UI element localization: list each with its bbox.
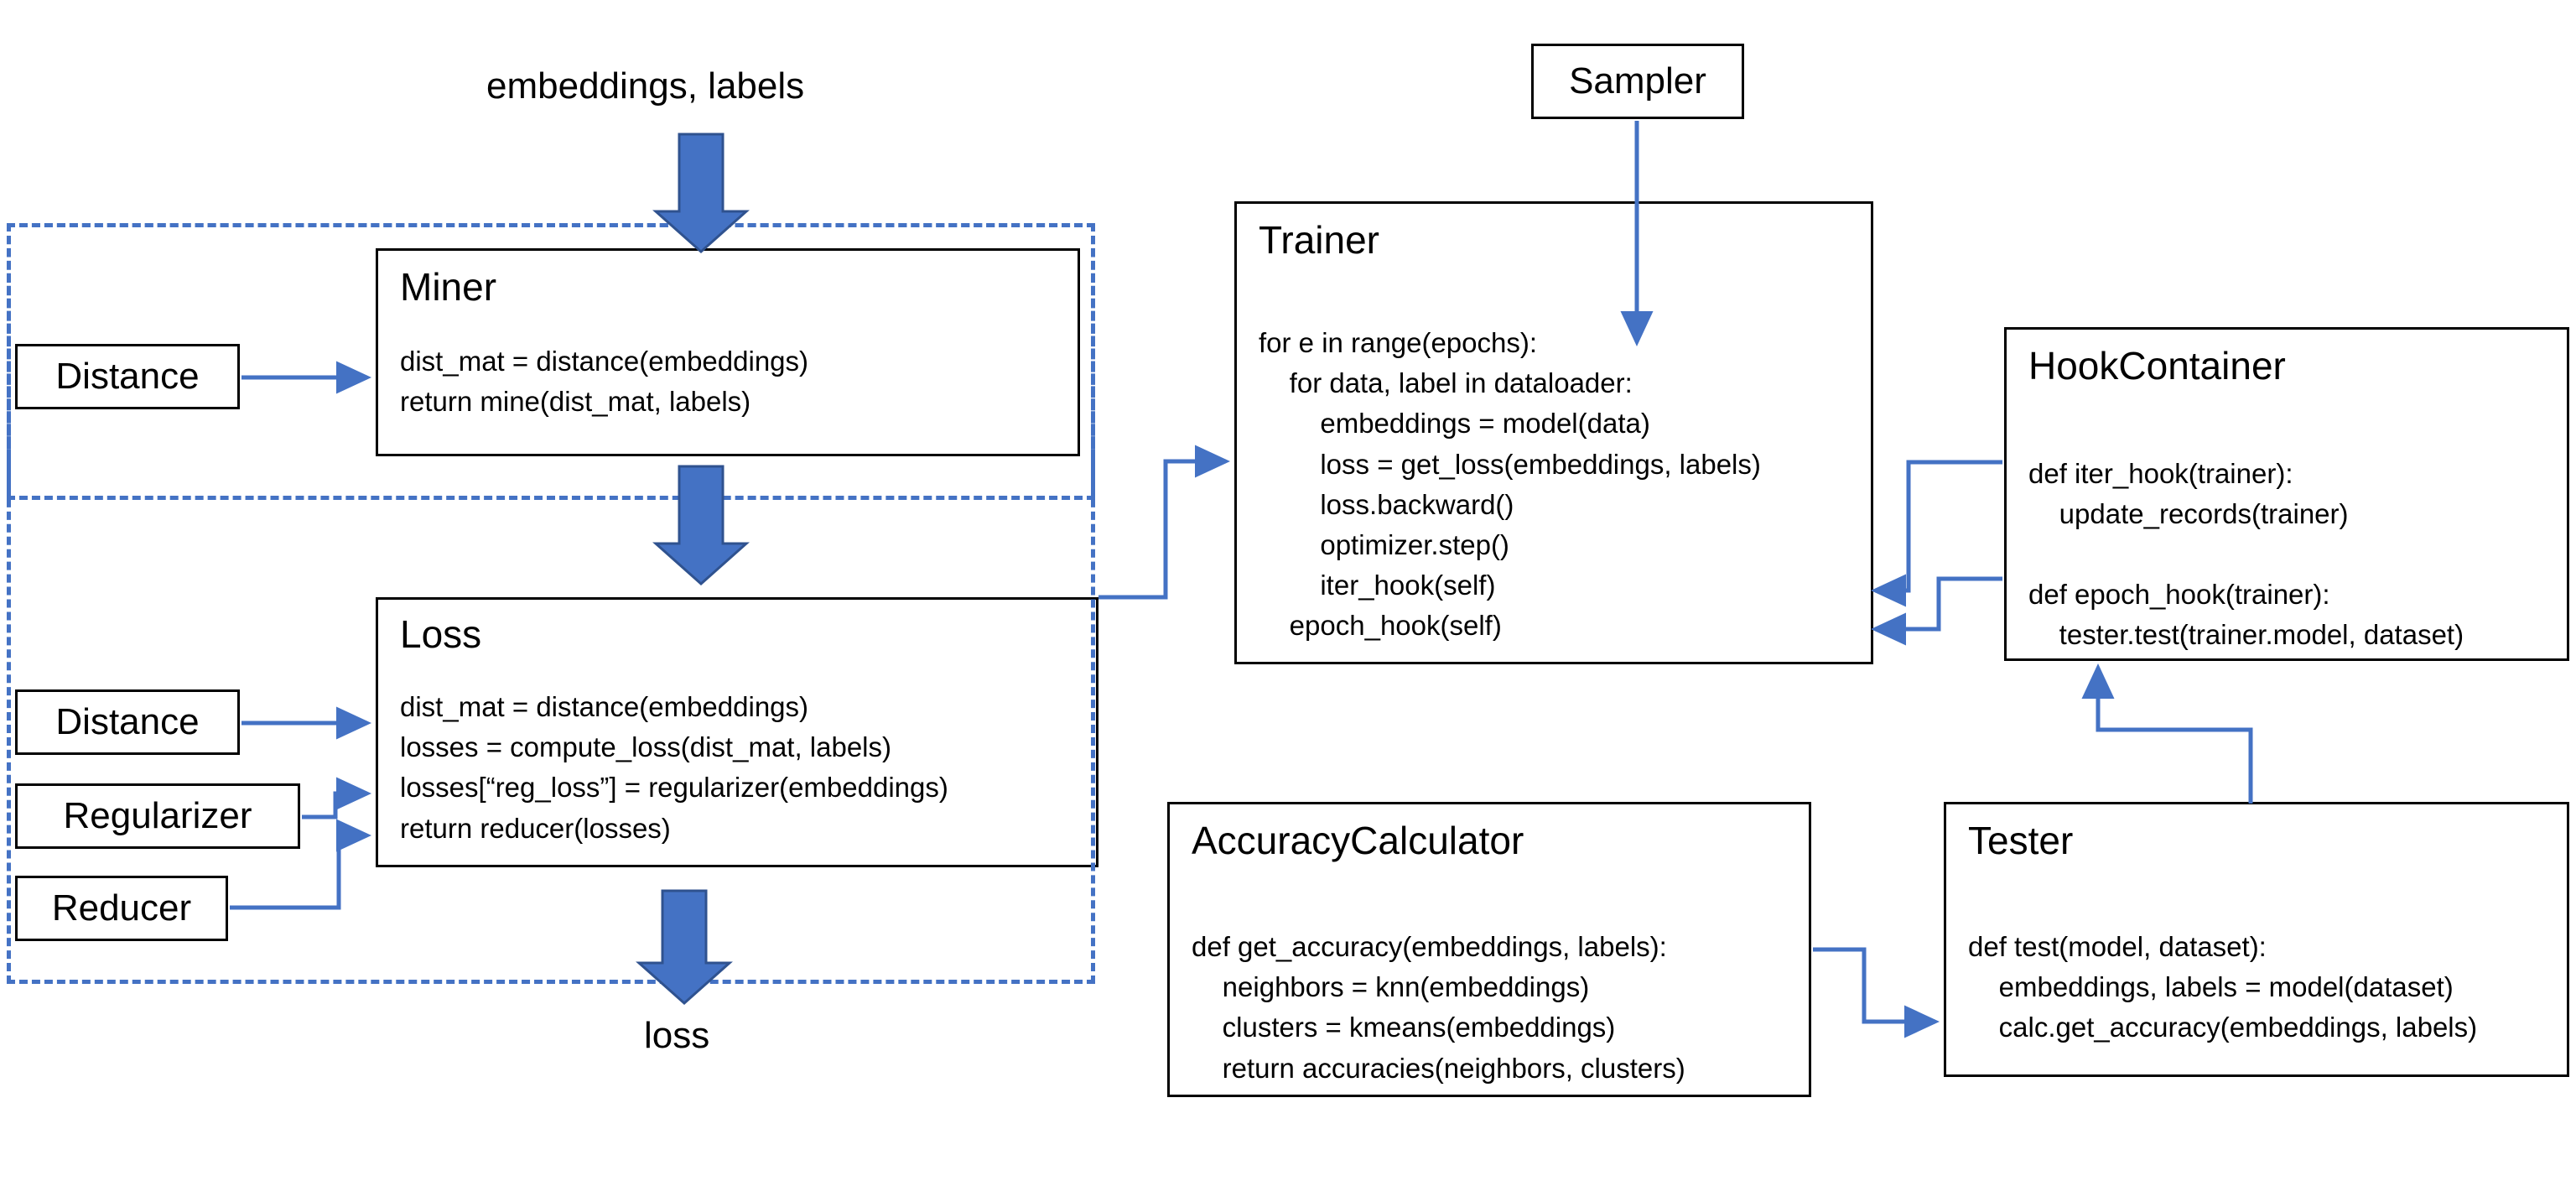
arrow-accuracycalculator-to-tester (1813, 947, 1940, 1038)
distance-top-label: Distance (55, 356, 200, 397)
arrow-lossgroup-to-trainer (1098, 445, 1230, 600)
arrow-epochhook-to-trainer (1871, 576, 2002, 646)
miner-title: Miner (400, 265, 497, 309)
loss-box[interactable]: Loss dist_mat = distance(embeddings) los… (376, 597, 1098, 867)
miner-code: dist_mat = distance(embeddings) return m… (400, 346, 809, 418)
hook-container-box[interactable]: HookContainer def iter_hook(trainer): up… (2004, 327, 2569, 661)
sampler-label: Sampler (1569, 60, 1706, 101)
tester-box[interactable]: Tester def test(model, dataset): embeddi… (1944, 802, 2569, 1077)
trainer-box[interactable]: Trainer for e in range(epochs): for data… (1234, 201, 1873, 664)
tester-code: def test(model, dataset): embeddings, la… (1968, 931, 2478, 1043)
arrow-tester-to-hookcontainer (2081, 663, 2253, 804)
hook-container-code-iter: def iter_hook(trainer): update_records(t… (2028, 458, 2349, 530)
input-label: embeddings, labels (486, 65, 805, 107)
hook-container-code-epoch: def epoch_hook(trainer): tester.test(tra… (2028, 579, 2464, 651)
trainer-code: for e in range(epochs): for data, label … (1259, 327, 1761, 642)
accuracy-calculator-box[interactable]: AccuracyCalculator def get_accuracy(embe… (1167, 802, 1811, 1097)
tester-title: Tester (1968, 819, 2074, 862)
arrow-iterhook-to-trainer (1871, 460, 2002, 607)
output-label: loss (644, 1015, 710, 1056)
loss-code: dist_mat = distance(embeddings) losses =… (400, 691, 948, 844)
regularizer-label: Regularizer (63, 795, 252, 836)
distance-bottom-box[interactable]: Distance (15, 689, 240, 755)
reducer-label: Reducer (51, 887, 192, 929)
sampler-box[interactable]: Sampler (1531, 44, 1744, 119)
distance-bottom-label: Distance (55, 701, 200, 742)
miner-box[interactable]: Miner dist_mat = distance(embeddings) re… (376, 248, 1080, 456)
accuracy-calculator-title: AccuracyCalculator (1192, 819, 1524, 862)
hook-container-title: HookContainer (2028, 344, 2286, 388)
distance-top-box[interactable]: Distance (15, 344, 240, 409)
loss-title: Loss (400, 612, 482, 656)
trainer-title: Trainer (1259, 218, 1379, 262)
loss-group-dashed-container (7, 223, 1095, 984)
reducer-box[interactable]: Reducer (15, 876, 228, 941)
accuracy-calculator-code: def get_accuracy(embeddings, labels): ne… (1192, 931, 1685, 1084)
